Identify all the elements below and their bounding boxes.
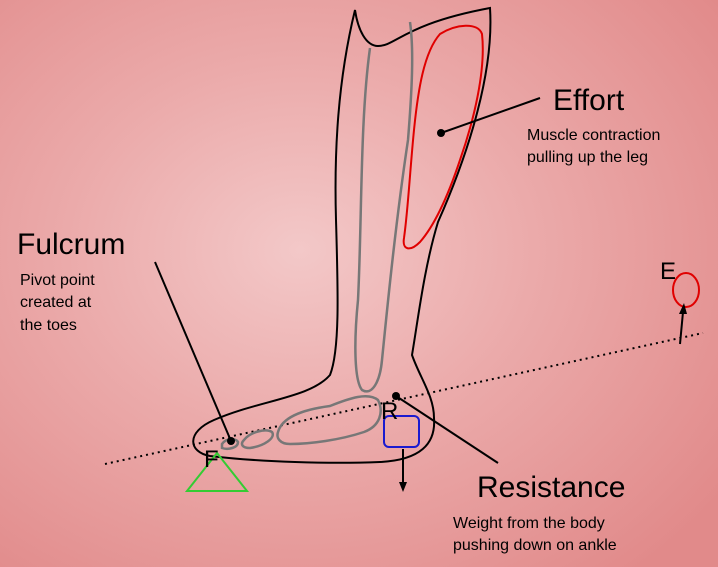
resistance-description-line: pushing down on ankle: [453, 535, 617, 557]
effort-description: Muscle contraction pulling up the leg: [527, 125, 660, 170]
effort-circle: [673, 273, 699, 307]
effort-arrow-shaft: [680, 312, 683, 344]
resistance-description: Weight from the body pushing down on ank…: [453, 513, 617, 558]
effort-description-line: pulling up the leg: [527, 147, 660, 169]
effort-marker-letter: E: [660, 258, 676, 286]
effort-dot: [437, 129, 445, 137]
fulcrum-description-line: created at: [20, 292, 95, 314]
resistance-title: Resistance: [477, 471, 625, 506]
leg-outline: [193, 8, 490, 463]
fulcrum-description-line: Pivot point: [20, 270, 95, 292]
foot-bone-heel: [278, 396, 381, 444]
lever-line: [105, 333, 703, 464]
tibia-bone: [355, 22, 412, 391]
fulcrum-title: Fulcrum: [17, 228, 125, 263]
effort-pointer: [441, 98, 540, 133]
resistance-pointer: [396, 396, 498, 463]
fulcrum-description: Pivot point created at the toes: [20, 270, 95, 337]
effort-description-line: Muscle contraction: [527, 125, 660, 147]
fulcrum-description-line: the toes: [20, 315, 95, 337]
fulcrum-marker-letter: F: [204, 446, 219, 474]
resistance-marker-letter: R: [381, 398, 398, 426]
fulcrum-pointer: [155, 262, 231, 441]
resistance-description-line: Weight from the body: [453, 513, 617, 535]
resistance-arrow-head: [399, 482, 407, 492]
fulcrum-dot: [227, 437, 235, 445]
effort-title: Effort: [553, 84, 624, 119]
